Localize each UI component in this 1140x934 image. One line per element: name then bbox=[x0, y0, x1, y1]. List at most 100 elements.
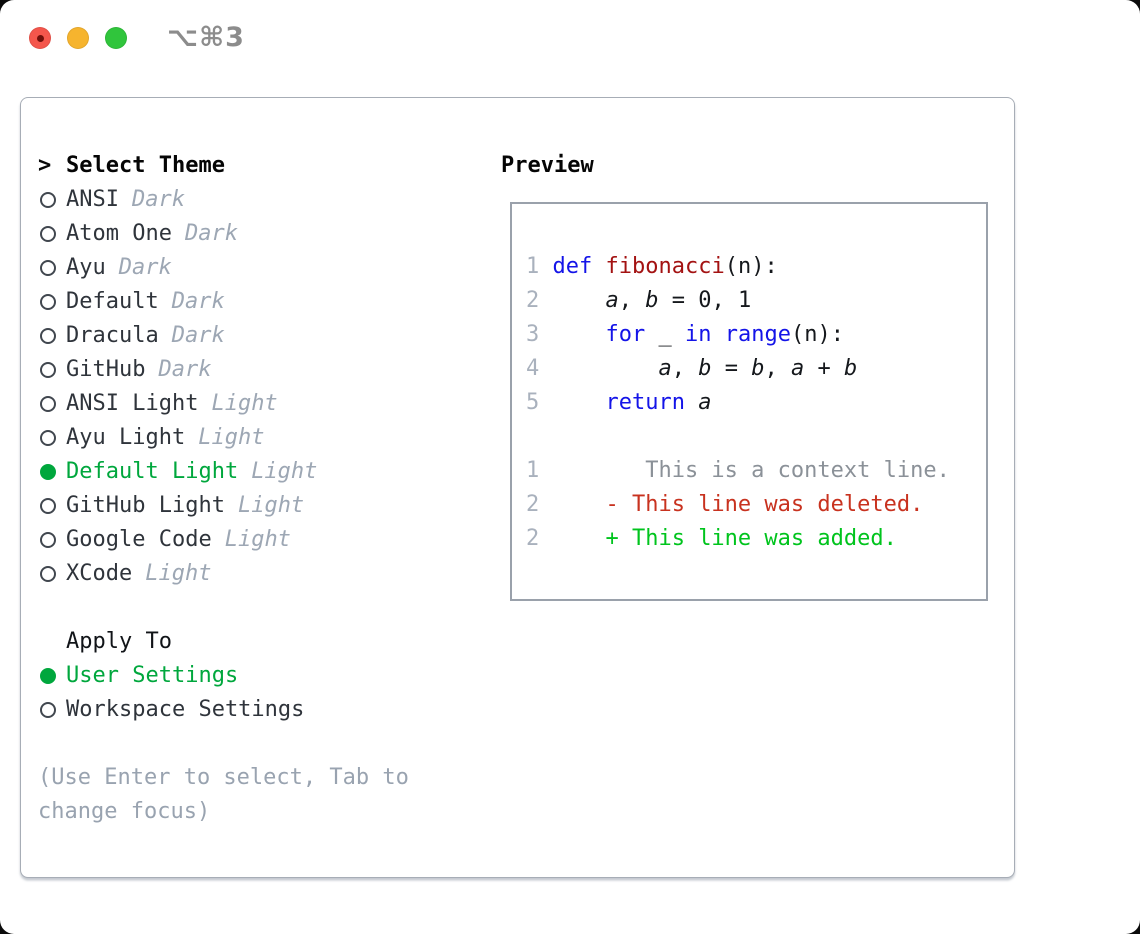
theme-option[interactable]: Ayu Light Light bbox=[38, 421, 488, 455]
theme-variant-label: Light bbox=[198, 425, 265, 450]
theme-option-label: ANSI Light bbox=[66, 391, 199, 416]
code-segment-var: a bbox=[658, 356, 672, 381]
radio-icon bbox=[40, 498, 56, 514]
apply-option[interactable]: Workspace Settings bbox=[38, 693, 488, 727]
line-number: 5 bbox=[526, 390, 540, 415]
radio-icon bbox=[40, 430, 56, 446]
code-segment-del: - This line was deleted. bbox=[539, 492, 924, 517]
spacer bbox=[38, 591, 488, 625]
code-segment-pl bbox=[539, 356, 658, 381]
code-segment-pl: , bbox=[671, 356, 699, 381]
select-theme-title: Select Theme bbox=[66, 153, 225, 178]
theme-option-label: Ayu bbox=[66, 255, 106, 280]
code-segment-pl: _ bbox=[645, 322, 685, 347]
line-number: 2 bbox=[526, 526, 540, 551]
close-button[interactable] bbox=[29, 27, 51, 49]
help-text-line: change focus) bbox=[38, 799, 211, 824]
theme-variant-label: Dark bbox=[158, 357, 212, 382]
theme-option-label: Atom One bbox=[66, 221, 172, 246]
traffic-lights bbox=[29, 27, 127, 49]
spacer bbox=[38, 727, 488, 761]
theme-option[interactable]: Atom One Dark bbox=[38, 217, 488, 251]
line-number: 3 bbox=[526, 322, 540, 347]
line-number: 1 bbox=[526, 458, 540, 483]
radio-icon bbox=[40, 362, 56, 378]
theme-option-label: Dracula bbox=[66, 323, 159, 348]
code-segment-var: b bbox=[698, 356, 712, 381]
code-segment-pl: = bbox=[711, 356, 752, 381]
theme-option[interactable]: GitHub Light Light bbox=[38, 489, 488, 523]
line-number: 2 bbox=[526, 288, 540, 313]
theme-variant-label: Dark bbox=[131, 187, 185, 212]
code-segment-var: b bbox=[843, 356, 858, 381]
code-segment-kw: range bbox=[724, 322, 791, 347]
code-segment-ctx: This is a context line. bbox=[539, 458, 950, 483]
theme-option[interactable]: ANSI Light Light bbox=[38, 387, 488, 421]
code-segment-pl: + bbox=[804, 356, 844, 381]
radio-selected-icon bbox=[40, 668, 56, 684]
code-segment-var: a bbox=[790, 356, 805, 381]
code-line: 3 for _ in range(n): bbox=[526, 318, 950, 352]
code-segment-var: a bbox=[605, 288, 619, 313]
code-line: 2 - This line was deleted. bbox=[526, 488, 950, 522]
code-line: 5 return a bbox=[526, 386, 950, 420]
code-segment-pl bbox=[539, 322, 605, 347]
code-line: 4 a, b = b, a + b bbox=[526, 352, 950, 386]
code-segment-pl bbox=[685, 390, 698, 415]
radio-icon bbox=[40, 226, 56, 242]
code-line: 1 This is a context line. bbox=[526, 454, 950, 488]
radio-icon bbox=[40, 328, 56, 344]
theme-variant-label: Dark bbox=[118, 255, 172, 280]
help-text-line: (Use Enter to select, Tab to bbox=[38, 765, 409, 790]
theme-option[interactable]: ANSI Dark bbox=[38, 183, 488, 217]
theme-option-label: Ayu Light bbox=[66, 425, 186, 450]
theme-variant-label: Light bbox=[237, 493, 305, 518]
radio-icon bbox=[40, 396, 56, 412]
code-segment-kw: in bbox=[684, 322, 712, 347]
radio-selected-icon bbox=[40, 464, 56, 480]
code-line: 2 a, b = 0, 1 bbox=[526, 284, 950, 318]
apply-to-title: Apply To bbox=[66, 629, 172, 654]
code-segment-pl: , bbox=[618, 288, 646, 313]
minimize-button[interactable] bbox=[67, 27, 89, 49]
apply-to-header-row: Apply To bbox=[38, 625, 488, 659]
theme-option[interactable]: Ayu Dark bbox=[38, 251, 488, 285]
zoom-button[interactable] bbox=[105, 27, 127, 49]
code-segment-var: a bbox=[698, 390, 712, 415]
theme-variant-label: Dark bbox=[184, 221, 238, 246]
window-title-shortcut: ⌥⌘3 bbox=[167, 22, 245, 53]
theme-option-label: XCode bbox=[66, 561, 133, 586]
code-line bbox=[526, 420, 950, 454]
apply-option[interactable]: User Settings bbox=[38, 659, 488, 693]
theme-option[interactable]: Dracula Dark bbox=[38, 319, 488, 353]
code-segment-fn: fibonacci bbox=[605, 254, 725, 279]
preview-title: Preview bbox=[501, 153, 594, 178]
theme-variant-label: Light bbox=[211, 391, 278, 416]
code-line: 1 def fibonacci(n): bbox=[526, 250, 950, 284]
prompt-caret: > bbox=[38, 153, 52, 178]
code-segment-add: + This line was added. bbox=[539, 526, 897, 551]
code-segment-kw: for bbox=[605, 322, 646, 347]
theme-option-label: ANSI bbox=[66, 187, 119, 212]
radio-icon bbox=[40, 294, 56, 310]
code-segment-pl bbox=[539, 390, 605, 415]
theme-variant-label: Dark bbox=[171, 323, 225, 348]
line-number: 4 bbox=[526, 356, 540, 381]
theme-variant-label: Light bbox=[224, 527, 291, 552]
code-segment-kw: def bbox=[552, 254, 593, 279]
code-segment-kw: return bbox=[605, 390, 685, 415]
code-segment-pl bbox=[592, 254, 605, 279]
theme-option-label: GitHub Light bbox=[66, 493, 225, 518]
radio-icon bbox=[40, 702, 56, 718]
code-segment-var: b bbox=[751, 356, 765, 381]
theme-variant-label: Light bbox=[251, 459, 318, 484]
radio-icon bbox=[40, 566, 56, 582]
